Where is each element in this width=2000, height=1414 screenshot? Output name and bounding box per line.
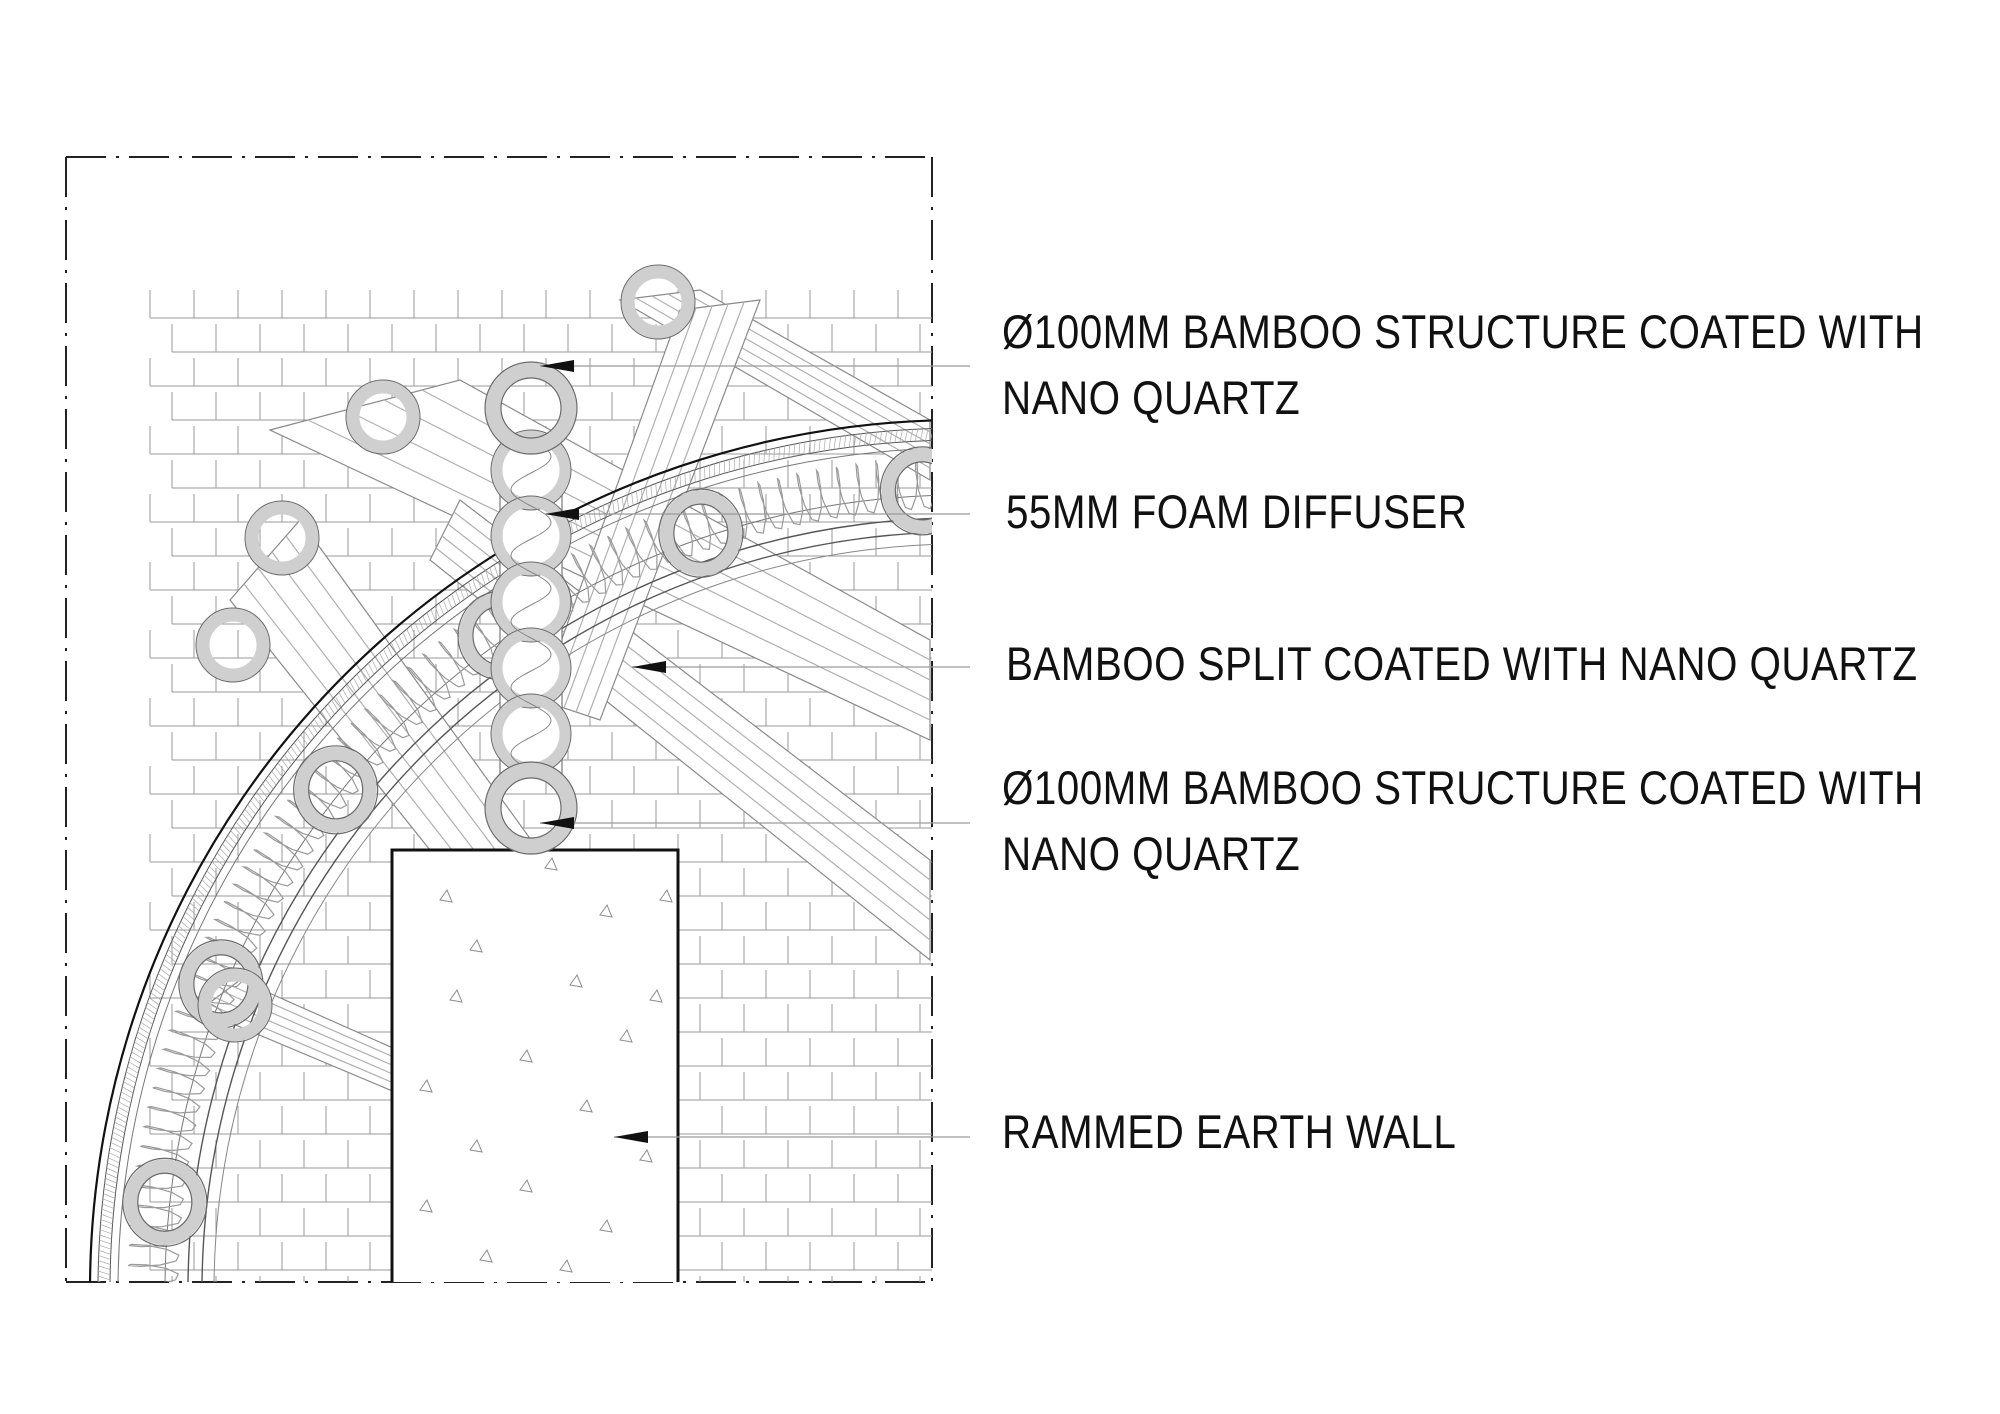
- bamboo-column-foam-diffuser: [484, 361, 578, 855]
- bamboo-ring: [346, 380, 420, 454]
- arrow-head: [540, 360, 574, 372]
- bamboo-ring: [659, 490, 742, 577]
- bamboo-ring: [294, 746, 377, 833]
- label-outer-bamboo-line2: NANO QUARTZ: [1002, 371, 1301, 424]
- rammed-earth-wall: [390, 848, 680, 1282]
- label-lower-bamboo-line1: Ø100MM BAMBOO STRUCTURE COATED WITH: [1002, 761, 1924, 814]
- bamboo-ring: [881, 447, 932, 534]
- bamboo-ring: [196, 608, 270, 682]
- label-bamboo-split: BAMBOO SPLIT COATED WITH NANO QUARTZ: [1006, 637, 1918, 690]
- roof-shell-layers: [88, 419, 932, 1282]
- bamboo-ring: [123, 1159, 206, 1246]
- label-outer-bamboo-line1: Ø100MM BAMBOO STRUCTURE COATED WITH: [1002, 305, 1924, 358]
- insulation-loops: [127, 456, 932, 1282]
- bamboo-ring: [485, 762, 577, 854]
- bamboo-ring: [621, 265, 695, 339]
- arrow-head: [614, 1131, 648, 1143]
- label-foam-diffuser: 55MM FOAM DIFFUSER: [1006, 485, 1468, 538]
- arrow-head: [540, 817, 574, 829]
- inner-bamboo-rings: [195, 264, 696, 1043]
- arrow-head: [632, 661, 666, 673]
- leader-lines: [540, 360, 970, 1143]
- arrow-head: [545, 508, 579, 520]
- label-lower-bamboo-line2: NANO QUARTZ: [1002, 827, 1301, 880]
- bamboo-ring: [485, 362, 577, 454]
- bamboo-ring: [245, 501, 319, 575]
- bamboo-ring: [198, 968, 272, 1042]
- label-rammed-earth: RAMMED EARTH WALL: [1002, 1105, 1457, 1158]
